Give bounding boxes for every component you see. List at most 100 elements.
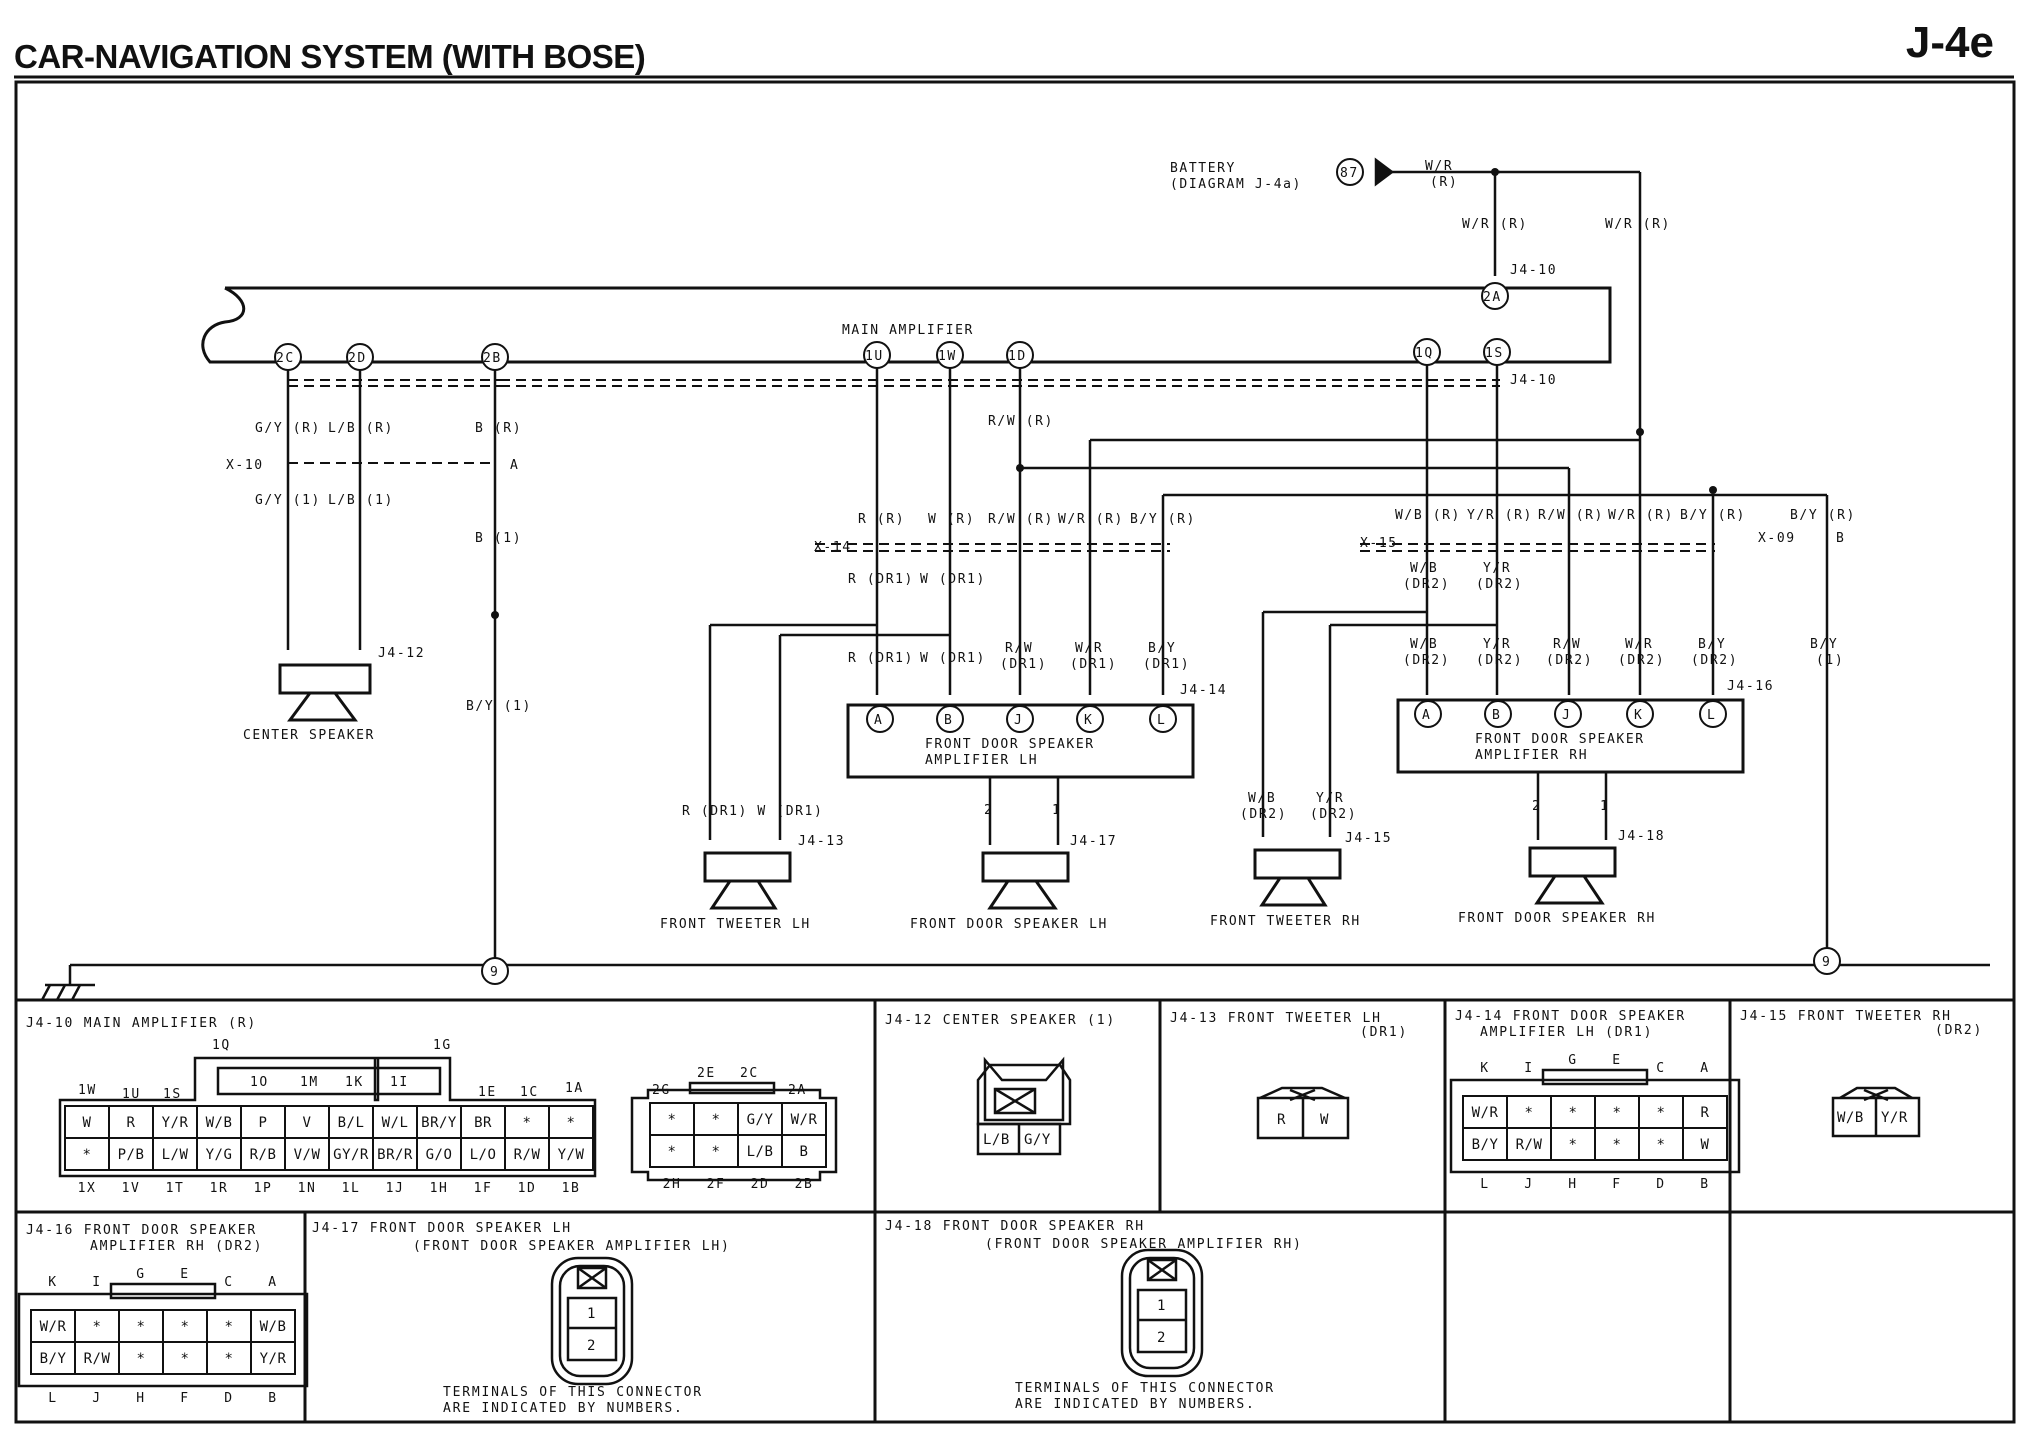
connector-pin-label: D <box>224 1391 233 1406</box>
wire-label: (DR2) <box>1546 653 1593 668</box>
wire-label: W/R (R) <box>1462 217 1528 232</box>
connector-b: B <box>1836 531 1845 546</box>
wire-label: W (DR1) <box>920 651 986 666</box>
diagram-frame <box>14 80 2016 1424</box>
terminal-cell-label: R/W <box>1516 1137 1543 1153</box>
wire-label: B (R) <box>475 421 522 436</box>
ground-label: 9 <box>490 965 499 980</box>
terminal-cell-label: R/W <box>84 1351 111 1367</box>
terminal-label: 2D <box>348 351 367 366</box>
connector-label: J4-17 <box>1070 834 1117 849</box>
terminal-cell-label: R/B <box>250 1147 277 1163</box>
j416-title: J4-16 FRONT DOOR SPEAKER <box>26 1223 257 1238</box>
terminal-cell-label: * <box>1657 1105 1666 1121</box>
j410-label: 2G <box>652 1083 671 1098</box>
connector-pin-label: L <box>1480 1177 1489 1192</box>
j410-label: 1X <box>78 1181 97 1196</box>
wire-label: R/W (R) <box>988 512 1054 527</box>
amp-lh-label: FRONT DOOR SPEAKER <box>925 737 1095 752</box>
terminal-cell-label: GY/R <box>333 1147 369 1163</box>
terminal-cell <box>1682 1127 1728 1161</box>
connector-pin-label: B <box>1700 1177 1709 1192</box>
connector-pin-label: G <box>1568 1053 1577 1068</box>
wire-label: B/Y (R) <box>1680 508 1746 523</box>
connector-pin-label: F <box>1612 1177 1621 1192</box>
connector-housing <box>1449 1078 1741 1174</box>
connector-label: J4-13 <box>798 834 845 849</box>
terminal-cell-label: Y/W <box>558 1147 585 1163</box>
terminal-cell-label: Y/G <box>206 1147 233 1163</box>
j417-note: ARE INDICATED BY NUMBERS. <box>443 1401 684 1416</box>
connector-a: A <box>510 458 519 473</box>
wire-label: W/B (R) <box>1395 508 1461 523</box>
pin-label: K <box>1634 708 1643 723</box>
connector-label: J4-10 <box>1510 263 1557 278</box>
j410-label: 1V <box>122 1181 141 1196</box>
j417-pin: 2 <box>587 1338 596 1354</box>
terminal-cell-label: BR/R <box>377 1147 413 1163</box>
ground-label: 9 <box>1822 955 1831 970</box>
terminal-label: 2C <box>276 351 295 366</box>
pin-label: K <box>1084 713 1093 728</box>
terminal-cell-label: * <box>1525 1105 1534 1121</box>
pin-label: B <box>944 713 953 728</box>
terminal-cell-label: * <box>93 1319 102 1335</box>
j410-label: 1D <box>518 1181 537 1196</box>
j410-label: 1L <box>342 1181 361 1196</box>
connector-x14: X-14 <box>814 540 852 555</box>
j417-title: J4-17 FRONT DOOR SPEAKER LH <box>312 1221 572 1236</box>
terminal-cell-label: V <box>303 1115 312 1131</box>
wire-label: (DR2) <box>1240 807 1287 822</box>
terminal-cell-label: Y/R <box>260 1351 287 1367</box>
terminal-label: 2A <box>1483 290 1502 305</box>
amp-lh-label: AMPLIFIER LH <box>925 753 1038 768</box>
center-speaker-label: CENTER SPEAKER <box>243 728 375 743</box>
wire-label: B/Y (R) <box>1130 512 1196 527</box>
j410-label: 1F <box>474 1181 493 1196</box>
terminal-cell-label: * <box>181 1351 190 1367</box>
j414-title: J4-14 FRONT DOOR SPEAKER <box>1455 1009 1686 1024</box>
j413-cell: R <box>1277 1112 1286 1128</box>
connector-pin-label: J <box>1524 1177 1533 1192</box>
wire-label: Y/R <box>1316 791 1344 806</box>
wire-label: W/R <box>1425 159 1453 174</box>
j410-label: 2H <box>663 1177 682 1192</box>
j410-label: 1C <box>520 1085 539 1100</box>
wire-label: (1) <box>1816 653 1844 668</box>
wire-label: G/Y (1) <box>255 493 321 508</box>
wire-label: R/W <box>1005 641 1033 656</box>
j410-label: 1W <box>78 1083 97 1098</box>
front-door-speaker-rh-label: FRONT DOOR SPEAKER RH <box>1458 911 1656 926</box>
connector-pin-label: J <box>92 1391 101 1406</box>
wire-label: Y/R (R) <box>1467 508 1533 523</box>
terminal-cell-label: * <box>137 1319 146 1335</box>
terminal-cell-label: P/B <box>118 1147 145 1163</box>
wire-label: W (DR1) <box>920 572 986 587</box>
terminal-cell <box>781 1134 827 1168</box>
connector-pin-label: H <box>1568 1177 1577 1192</box>
connector-label: J4-18 <box>1618 829 1665 844</box>
wire-label: R (R) <box>858 512 905 527</box>
connector-label: J4-15 <box>1345 831 1392 846</box>
terminal-cell-label: Y/R <box>162 1115 189 1131</box>
j416-sub: AMPLIFIER RH (DR2) <box>90 1239 263 1254</box>
front-tweeter-lh-label: FRONT TWEETER LH <box>660 917 811 932</box>
terminal-cell-label: * <box>523 1115 532 1131</box>
wire-label: R/W (R) <box>1538 508 1604 523</box>
j418-sub: (FRONT DOOR SPEAKER AMPLIFIER RH) <box>985 1237 1303 1252</box>
pin-label: B <box>1492 708 1501 723</box>
page-title: CAR-NAVIGATION SYSTEM (WITH BOSE) <box>14 38 646 75</box>
page-code: J-4e <box>1905 18 1994 67</box>
terminal-cell-label: B/Y <box>40 1351 67 1367</box>
wire-label: B/Y <box>1148 641 1176 656</box>
terminal-cell-label: * <box>225 1351 234 1367</box>
wire-label: W/R (R) <box>1058 512 1124 527</box>
wire-label: Y/R <box>1483 637 1511 652</box>
terminal-cell-label: * <box>712 1144 721 1160</box>
terminal-cell-label: B/Y <box>1472 1137 1499 1153</box>
terminal-cell-label: * <box>668 1144 677 1160</box>
connector-label: J4-16 <box>1727 679 1774 694</box>
j410-label: 2F <box>707 1177 726 1192</box>
j410-label: 1H <box>430 1181 449 1196</box>
